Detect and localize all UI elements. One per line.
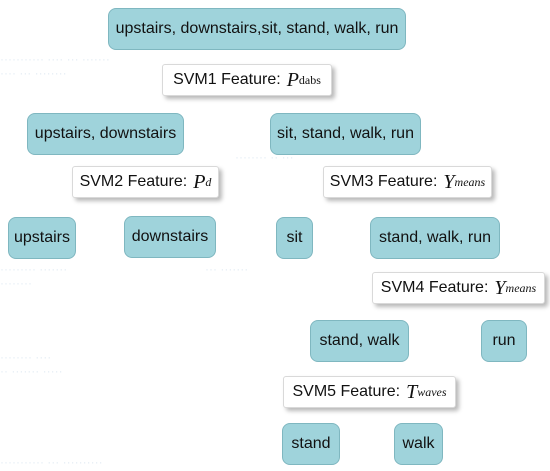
svm5-feature-label: SVM5 Feature: <box>292 383 401 400</box>
svm3-feature-symbol: Y <box>443 170 455 193</box>
svm1-feature-label: SVM1 Feature: <box>173 71 281 88</box>
svm5-feature-subscript: waves <box>417 384 447 399</box>
svm3-feature-label: SVM3 Feature: <box>329 173 438 190</box>
svm4-feature-label: SVM4 Feature: <box>380 279 489 296</box>
node-downstairs: downstairs <box>124 216 216 258</box>
watermark-text: ··········· ··· ·········· <box>0 455 103 469</box>
node-root-label: upstairs, downstairs,sit, stand, walk, r… <box>115 20 399 37</box>
node-downstairs-label: downstairs <box>131 228 209 245</box>
node-stand-walk-run: stand, walk, run <box>370 217 500 259</box>
node-stand-label: stand <box>291 435 331 452</box>
svm4-feature-symbol: Y <box>494 276 506 299</box>
svm5-feature-symbol: T <box>406 380 418 403</box>
watermark-text: ········· ··············· <box>0 262 68 290</box>
node-upstairs: upstairs <box>8 217 76 259</box>
node-sit-label: sit <box>286 229 303 246</box>
node-sit-stand-walk-run: sit, stand, walk, run <box>270 113 421 155</box>
svm2-feature-subscript: d <box>205 174 212 189</box>
node-sit-stand-walk-run-label: sit, stand, walk, run <box>277 125 414 142</box>
node-walk-label: walk <box>402 435 435 452</box>
node-upstairs-downstairs-label: upstairs, downstairs <box>34 125 177 142</box>
node-run-label: run <box>492 332 516 349</box>
svm1-feature-symbol: P <box>286 68 299 91</box>
node-stand-walk: stand, walk <box>310 320 409 362</box>
watermark-text: ··········· ···· ··· ··········· ··· ···… <box>0 52 110 80</box>
svm2-feature-symbol: P <box>193 170 206 193</box>
node-walk: walk <box>394 423 443 465</box>
watermark-text: ········ ······ ······· ····· <box>0 350 63 378</box>
svm1-feature-subscript: dabs <box>298 72 321 87</box>
node-root: upstairs, downstairs,sit, stand, walk, r… <box>108 8 406 50</box>
node-upstairs-label: upstairs <box>13 229 71 246</box>
watermark-text: ··· ······· <box>205 262 249 276</box>
node-sit: sit <box>276 217 313 259</box>
node-run: run <box>481 320 527 362</box>
svm4-feature-subscript: means <box>505 280 537 295</box>
node-stand: stand <box>282 423 340 465</box>
node-stand-walk-run-label: stand, walk, run <box>378 229 492 246</box>
node-upstairs-downstairs: upstairs, downstairs <box>27 113 184 155</box>
node-stand-walk-label: stand, walk <box>319 332 400 349</box>
svm3-feature-subscript: means <box>454 174 486 189</box>
svm2-feature-label: SVM2 Feature: <box>79 173 188 190</box>
